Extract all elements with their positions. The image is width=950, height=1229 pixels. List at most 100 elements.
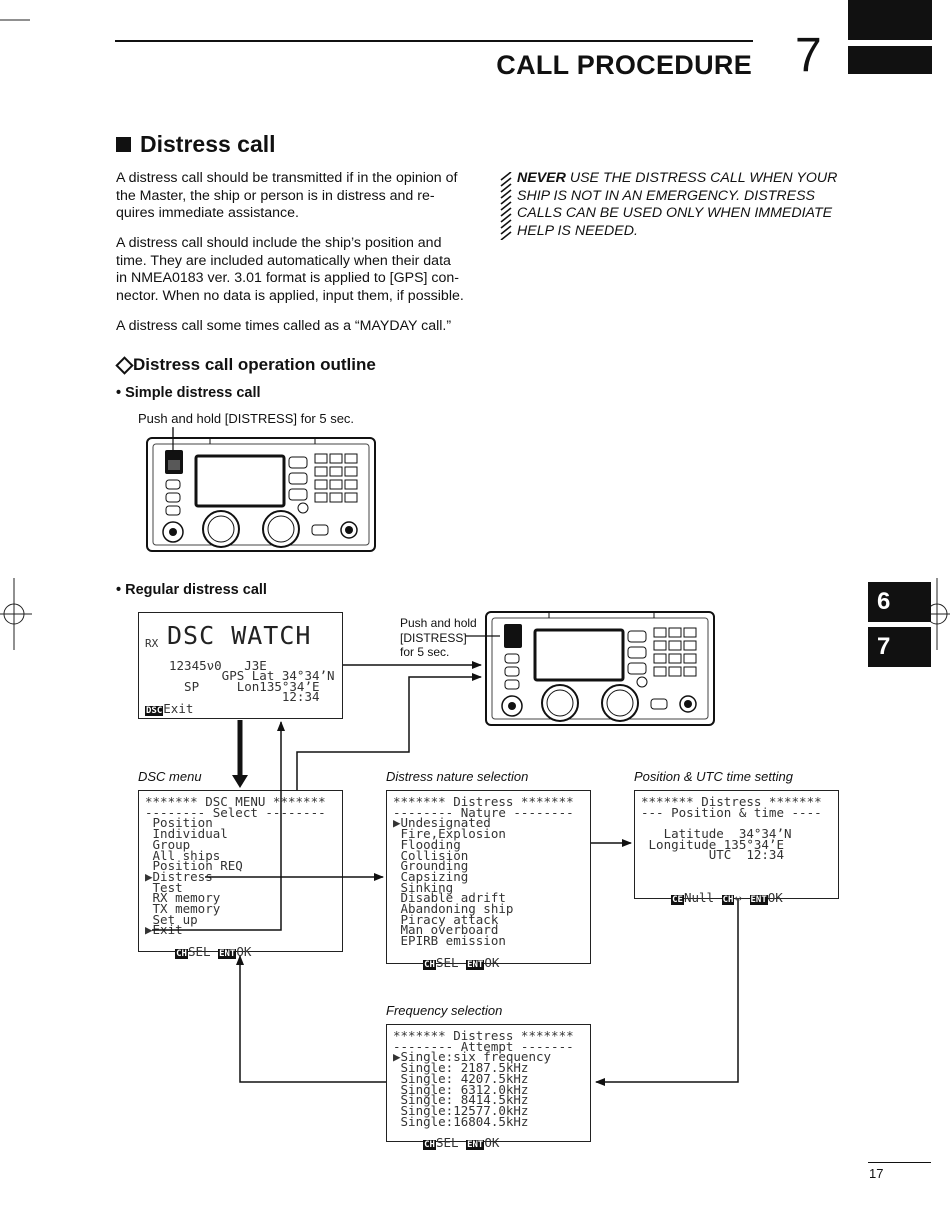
dsc-menu-caption: DSC menu (138, 769, 202, 784)
ent-key: ENT (749, 894, 768, 905)
frequency-item[interactable]: Single:16804.5kHz (393, 1113, 529, 1129)
page-title: CALL PROCEDURE (496, 50, 752, 80)
nature-item[interactable]: Disable adrift (393, 890, 506, 906)
body-line: quires immediate assistance. (116, 205, 299, 222)
nature-item[interactable]: Capsizing (393, 868, 469, 884)
frequency-line: ******* Distress ******* (393, 1028, 574, 1043)
ent-key: ENT (218, 949, 237, 960)
body-paragraph-1: A distress call should be transmitted if… (116, 170, 466, 223)
side-tab-7-label: 7 (877, 633, 891, 660)
transceiver-illustration-simple (146, 428, 376, 552)
dsc-menu-screen: ******* DSC MENU ******* -------- Select… (138, 790, 343, 960)
frequency-item[interactable]: Single: 8414.5kHz (393, 1092, 529, 1108)
nature-item[interactable]: Man overboard (393, 922, 499, 938)
body-line: A distress call should be transmitted if… (116, 170, 458, 186)
position-line: ******* Distress ******* (641, 794, 822, 809)
latitude-field[interactable]: Latitude 34°34’N (641, 826, 792, 841)
nature-item[interactable]: Fire,Explosion (393, 826, 506, 842)
ch-key: CH (423, 1140, 436, 1151)
ce-key-label: Null (683, 889, 722, 905)
utc-field[interactable]: UTC 12:34 (641, 847, 784, 863)
ent-key-label: OK (767, 889, 783, 905)
body-line: time. They are included automatically wh… (116, 252, 451, 269)
ent-key-label: OK (484, 1135, 500, 1151)
ent-key-label: OK (484, 954, 500, 970)
nature-item[interactable]: Sinking (393, 879, 454, 895)
ch-key-label: SEL (435, 1135, 467, 1151)
ch-key: CH (175, 949, 188, 960)
warning-text: NEVER USE THE DISTRESS CALL WHEN YOUR SH… (517, 170, 852, 240)
position-line: --- Position & time ---- (641, 804, 822, 820)
position-footer: CENull CH↔ ENTOK (641, 882, 783, 916)
nature-item[interactable]: Abandoning ship (393, 901, 514, 916)
longitude-field[interactable]: Longitude 135°34’E (641, 836, 784, 852)
position-time-screen: ******* Distress ******* --- Position & … (634, 790, 839, 905)
nature-caption: Distress nature selection (386, 769, 529, 784)
body-paragraph-3: A distress call some times called as a “… (116, 318, 466, 336)
nature-item[interactable]: Grounding (393, 858, 469, 874)
nature-item[interactable]: Collision (393, 847, 469, 863)
transceiver-illustration-regular (485, 611, 715, 726)
chapter-tab-bottom (848, 46, 932, 74)
frequency-caption: Frequency selection (386, 1003, 503, 1018)
frequency-selection-screen: ******* Distress ******* -------- Attemp… (386, 1024, 591, 1151)
frequency-item[interactable]: Single: 6312.0kHz (393, 1081, 529, 1097)
frequency-item[interactable]: Single: 2187.5kHz (393, 1060, 529, 1076)
side-tab-6-label: 6 (877, 588, 891, 615)
menu-footer: CHSEL ENTOK (145, 937, 251, 971)
frequency-line: -------- Attempt ------- (393, 1038, 574, 1054)
chapter-number: 7 (795, 29, 822, 82)
body-line: the Master, the ship or person is in dis… (116, 187, 435, 204)
chapter-tab-top (848, 0, 932, 40)
ch-key: CH (721, 894, 735, 905)
nature-line: ******* Distress ******* (393, 794, 574, 809)
frequency-item[interactable]: ▶Single:six frequency (393, 1049, 552, 1065)
position-caption: Position & UTC time setting (634, 769, 793, 784)
warning-line: SHIP IS NOT IN AN EMERGENCY. DISTRESS (517, 187, 815, 204)
rx-indicator: RX (145, 637, 159, 650)
body-line: in NMEA0183 ver. 3.01 format is applied … (116, 270, 460, 287)
warning-line: HELP IS NEEDED. (517, 222, 638, 239)
warning-emphasis: NEVER (517, 170, 566, 186)
dsc-watch-title: DSC WATCH (167, 621, 312, 650)
body-line: A distress call should include the ship’… (116, 235, 442, 251)
side-tab-7[interactable]: 7 (868, 627, 931, 667)
dsc-key-label: Exit (163, 701, 194, 716)
nature-item[interactable]: EPIRB emission (393, 933, 506, 949)
nature-line: -------- Nature -------- (393, 804, 574, 820)
nature-item[interactable]: Piracy attack (393, 911, 499, 927)
section-title: Distress call (140, 131, 276, 157)
dsc-watch-screen: RX DSC WATCH 12345ν0 J3E GPS Lat 34°34’N… (138, 612, 343, 719)
ch-key-label: ↔ (734, 889, 750, 905)
warning-line: NEVER USE THE DISTRESS CALL WHEN YOUR (517, 170, 852, 188)
distress-nature-screen: ******* Distress ******* -------- Nature… (386, 790, 591, 970)
watch-line-1: 12345ν0 J3E (169, 658, 267, 673)
warning-line: CALLS CAN BE USED ONLY WHEN IMMEDIATE (517, 205, 833, 222)
simple-call-instruction: Push and hold [DISTRESS] for 5 sec. (138, 411, 355, 426)
warning-line-text: USE THE DISTRESS CALL WHEN YOUR (565, 170, 838, 186)
frequency-item[interactable]: Single:12577.0kHz (393, 1102, 529, 1118)
regular-call-title: • Regular distress call (116, 582, 267, 598)
instruction-line: Push and hold (400, 616, 477, 630)
header-rule (115, 40, 753, 42)
nature-item[interactable]: ▶Undesignated (393, 815, 491, 831)
footer-rule (868, 1162, 931, 1163)
side-tab-6[interactable]: 6 (868, 582, 931, 622)
instruction-line: [DISTRESS] (400, 630, 467, 645)
ent-key-label: OK (236, 944, 252, 960)
body-line: A distress call some times called as a “… (116, 318, 452, 334)
ch-key-label: SEL (187, 944, 219, 960)
subsection-title: Distress call operation outline (133, 355, 376, 374)
menu-item-exit[interactable]: ▶Exit (145, 922, 183, 938)
frequency-item[interactable]: Single: 4207.5kHz (393, 1070, 529, 1086)
body-paragraph-2: A distress call should include the ship’… (116, 235, 466, 305)
ch-key: CH (423, 959, 436, 970)
nature-footer: CHSEL ENTOK (393, 947, 499, 981)
body-line: nector. When no data is applied, input t… (116, 287, 464, 304)
section-square-icon (116, 137, 131, 152)
warning-hatch-icon (500, 172, 512, 240)
ch-key-label: SEL (435, 954, 467, 970)
nature-item[interactable]: Flooding (393, 836, 461, 852)
instruction-line: for 5 sec. (400, 645, 450, 659)
